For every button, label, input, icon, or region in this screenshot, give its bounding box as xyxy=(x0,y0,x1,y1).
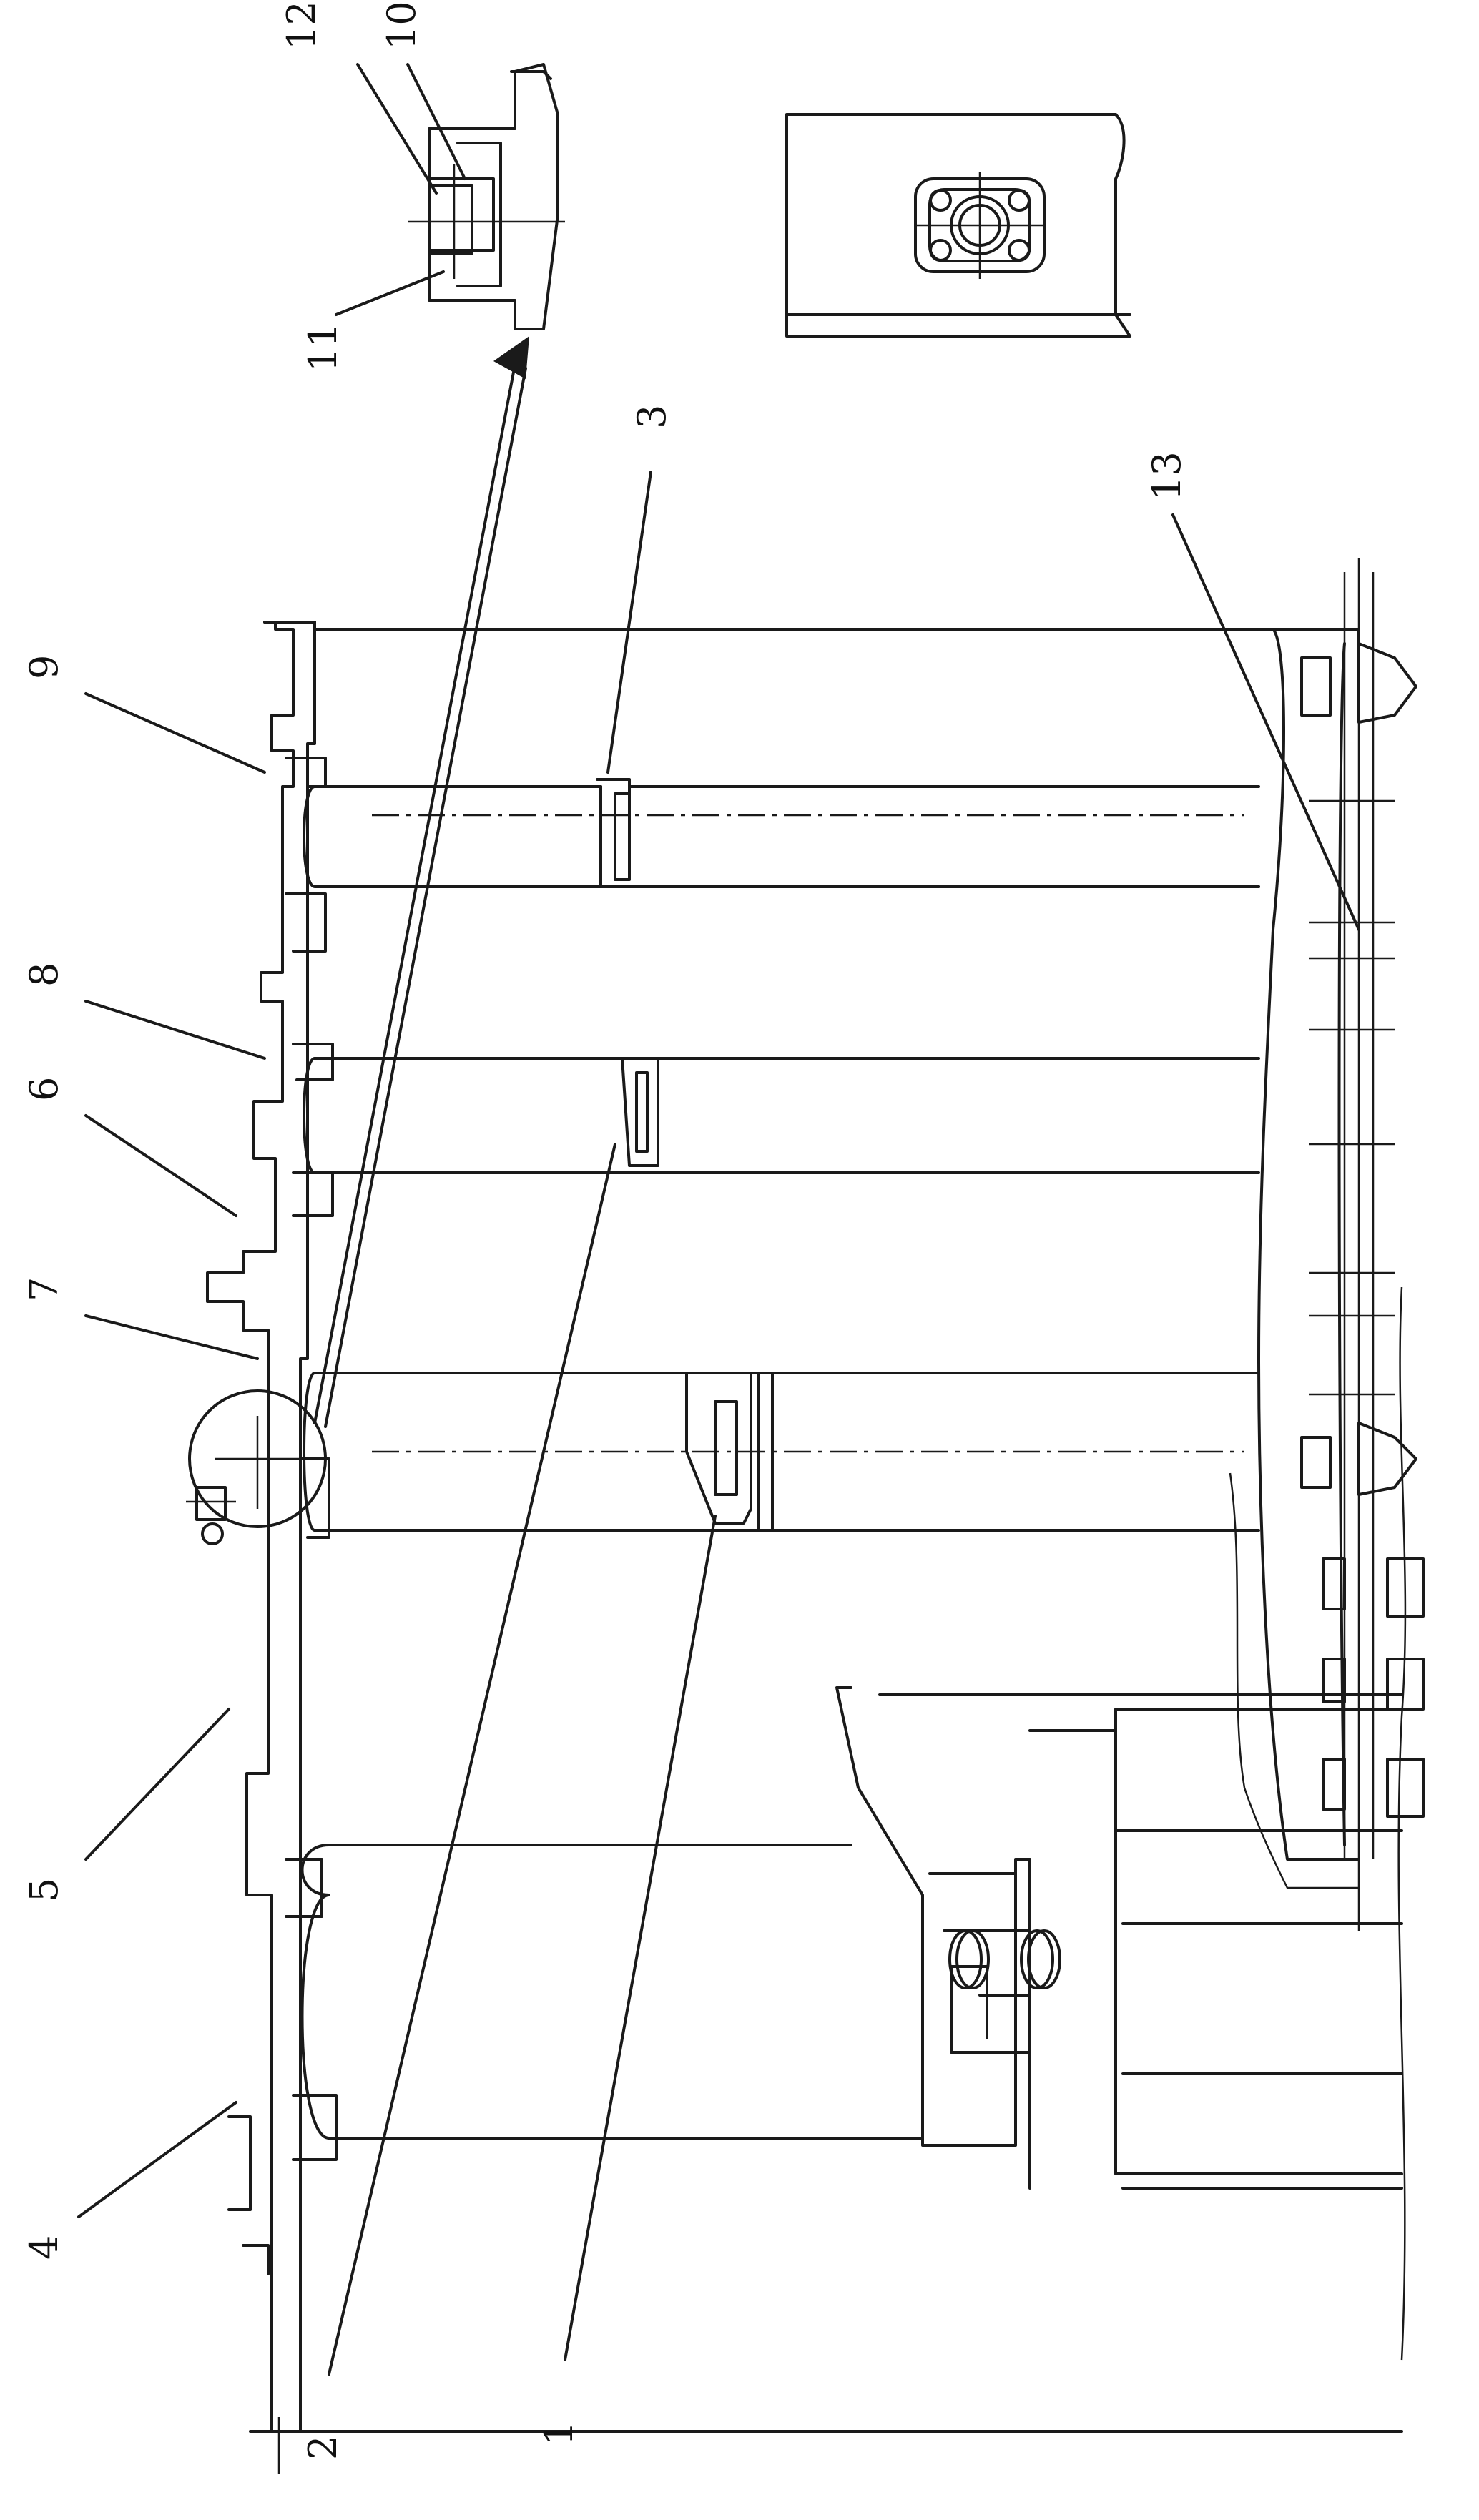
leader-13 xyxy=(1171,513,1360,931)
leader-7 xyxy=(84,1314,259,1360)
callout-13: 13 xyxy=(1144,451,1189,501)
leader-12 xyxy=(356,63,438,195)
callout-1: 1 xyxy=(536,2421,581,2446)
callout-6: 6 xyxy=(21,1077,67,1101)
callout-labels: 1 2 3 4 5 6 7 8 9 10 11 12 13 xyxy=(21,1,1189,2460)
leader-3 xyxy=(606,471,652,774)
blade-row-stage-7 xyxy=(303,1372,1260,1532)
casing-ribs xyxy=(227,757,338,2275)
callout-5: 5 xyxy=(21,1878,67,1902)
detail-circle xyxy=(188,336,529,1528)
callout-7: 7 xyxy=(21,1277,67,1301)
callout-4: 4 xyxy=(21,2235,67,2260)
outer-casing xyxy=(206,621,1403,2474)
leader-9 xyxy=(84,692,266,774)
callout-12: 12 xyxy=(279,1,324,50)
leader-6 xyxy=(84,1114,237,1217)
break-lines xyxy=(1229,1286,1407,2361)
leader-2 xyxy=(328,1143,616,2376)
inlet-structure xyxy=(300,1686,1403,2190)
leader-5 xyxy=(84,1708,230,1861)
leader-lines xyxy=(77,63,1360,2376)
callout-10: 10 xyxy=(379,1,424,50)
callout-3: 3 xyxy=(629,405,674,429)
leader-11 xyxy=(335,270,445,316)
blade-row-stage-9 xyxy=(303,778,1260,888)
shaft-assembly xyxy=(1257,558,1425,1931)
leader-4 xyxy=(77,2101,237,2218)
blade-row-stage-8 xyxy=(303,1057,1260,1174)
leader-8 xyxy=(84,1000,266,1060)
bolt-near-circle xyxy=(186,1486,236,1545)
inset-detail-flange xyxy=(785,113,1131,338)
leader-1 xyxy=(564,1515,717,2361)
inset-detail-top xyxy=(408,63,565,330)
leader-10 xyxy=(406,63,466,180)
callout-9: 9 xyxy=(21,655,67,679)
callout-8: 8 xyxy=(21,963,67,987)
callout-2: 2 xyxy=(300,2436,345,2460)
callout-11: 11 xyxy=(300,323,345,372)
